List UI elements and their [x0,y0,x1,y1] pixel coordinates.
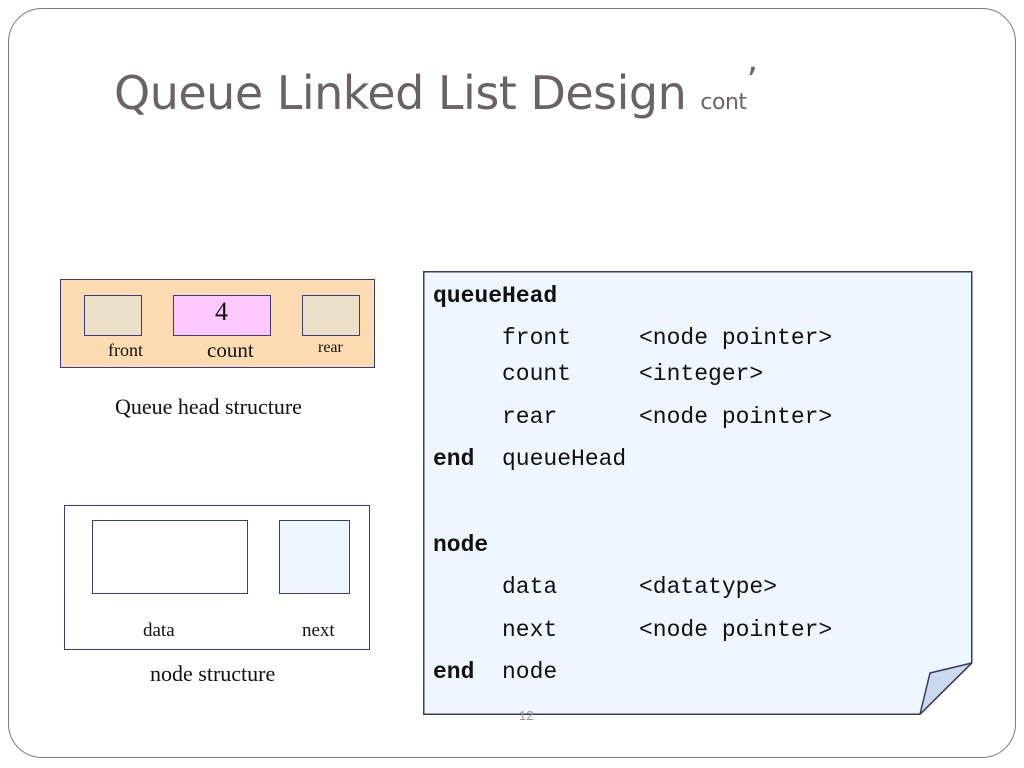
count-cell: 4 [173,295,271,336]
field-name: front [502,325,572,351]
rear-pointer-cell [302,295,360,336]
queue-head-end-name: queueHead [502,446,627,472]
node-start: node [433,532,489,558]
title-suffix: cont [700,90,747,115]
queue-head-start: queueHead [433,283,558,309]
node-end-keyword: end [433,659,475,685]
field-name: next [502,617,558,643]
slide-title: Queue Linked List Design cont’ [114,61,758,120]
field-type: <node pointer> [639,404,833,430]
title-apostrophe: ’ [746,61,758,102]
field-name: rear [502,404,558,430]
count-label: count [207,338,254,362]
data-cell [92,520,248,594]
rear-label: rear [318,339,343,356]
next-pointer-cell [279,520,350,594]
queue-head-caption: Queue head structure [115,394,302,419]
field-name: data [502,574,558,600]
node-end-name: node [502,659,558,685]
queue-head-end-keyword: end [433,446,475,472]
next-label: next [302,620,335,641]
node-diagram: data next [64,505,370,650]
count-value: 4 [215,297,228,326]
field-name: count [502,361,572,387]
front-label: front [108,340,143,360]
field-type: <node pointer> [639,325,833,351]
data-label: data [143,620,175,641]
field-type: <integer> [639,361,764,387]
front-pointer-cell [84,295,142,336]
title-text: Queue Linked List Design [114,66,687,120]
node-caption: node structure [150,661,276,686]
queue-head-diagram: 4 front count rear [60,279,375,368]
slide-number: 12 [519,708,534,723]
code-panel: queueHead front <node pointer> count <in… [423,271,973,715]
code-panel-background [423,271,973,715]
folded-corner [919,662,973,715]
field-type: <node pointer> [639,617,833,643]
field-type: <datatype> [639,574,778,600]
